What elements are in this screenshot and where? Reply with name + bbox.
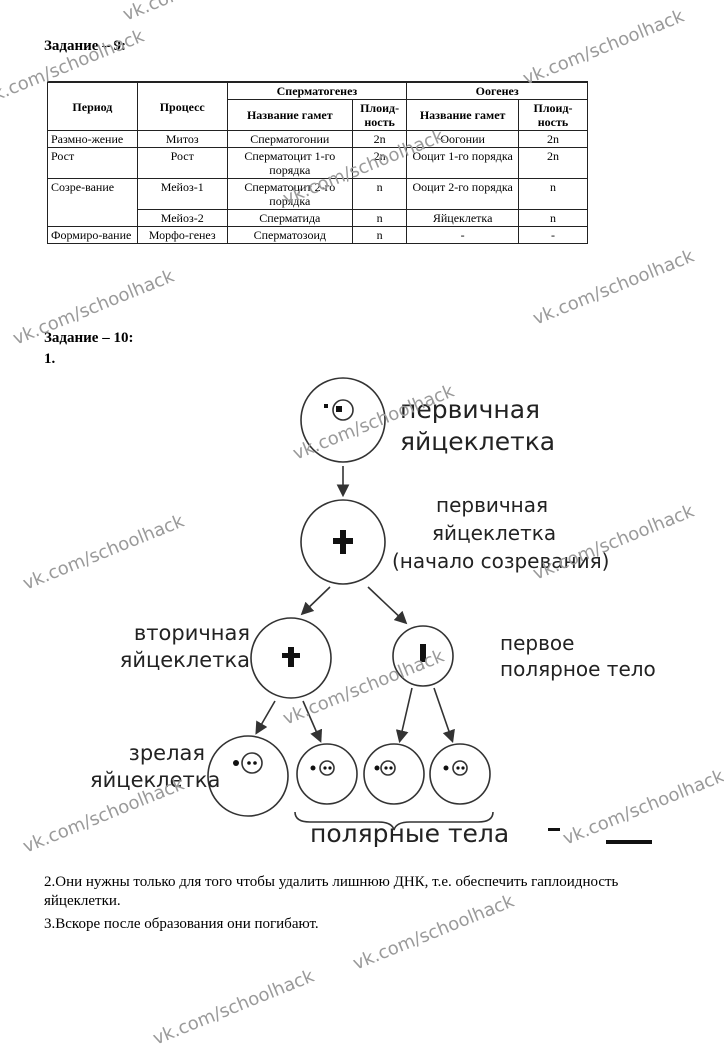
label-secondary-egg: вторичная яйцеклетка: [119, 621, 250, 672]
table-row: Размно-жение Митоз Сперматогонии 2n Оого…: [47, 130, 588, 148]
cell-period: Рост: [47, 147, 138, 179]
label-maturing-line1: первичная: [436, 493, 549, 517]
arrow-3: [367, 586, 408, 625]
cell-sperm: Сперматоцит 1-го порядка: [226, 147, 353, 179]
item-number-1: 1.: [44, 351, 56, 367]
cell-oo-ploidy: n: [518, 178, 588, 210]
nucleus-pb2: [380, 760, 396, 776]
nucleus-pb3: [452, 760, 468, 776]
table-row: Формиро-вание Морфо-генез Сперматозоид n…: [47, 226, 588, 244]
cell-secondary-egg: [250, 617, 332, 699]
label-polar-bodies: полярные тела: [310, 819, 510, 848]
cell-oo: Оогонии: [406, 130, 520, 148]
nucleus-primary: [332, 399, 354, 421]
answer-3: 3.Вскоре после образования они погибают.: [44, 916, 319, 932]
header-ploidy-2: Плоид-ность: [518, 99, 588, 131]
cell-sperm-ploidy: 2n: [351, 147, 408, 179]
gametogenesis-table: Период Процесс Сперматогенез Оогенез Наз…: [47, 81, 588, 244]
table-row: Мейоз-2 Сперматида n Яйцеклетка n: [48, 209, 588, 227]
header-spermatogenesis: Сперматогенез: [226, 81, 408, 100]
cell-oo: Ооцит 1-го порядка: [406, 147, 520, 179]
table-row: Созре-вание Мейоз-1 Сперматоцит 2-го пор…: [47, 178, 588, 227]
cell-period: Размно-жение: [47, 130, 138, 148]
watermark: vk.com/schoolhack: [530, 245, 698, 330]
cell-oo-ploidy: 2n: [518, 130, 588, 148]
watermark: vk.com/schoolhack: [150, 965, 318, 1049]
cell-oo: Яйцеклетка: [406, 209, 520, 227]
cell-primary-egg: [300, 377, 386, 463]
label-maturing-line3: (начало созревания): [392, 549, 610, 573]
cell-oo: Ооцит 2-го порядка: [406, 178, 520, 210]
header-period: Период: [47, 81, 138, 131]
cell-polar-body-1: [296, 743, 358, 805]
arrow-7: [433, 687, 455, 744]
cell-period: Созре-вание: [47, 178, 138, 227]
task-9-heading: Задание – 9:: [44, 38, 126, 54]
cell-oo-ploidy: n: [518, 209, 588, 227]
arrow-5: [302, 700, 323, 743]
cell-sperm: Сперматозоид: [226, 226, 353, 244]
cell-sperm-ploidy: n: [351, 178, 408, 210]
cell-process: Рост: [136, 147, 228, 179]
answer-2: 2.Они нужны только для того чтобы удалит…: [44, 874, 619, 909]
cell-first-polar-body: [392, 625, 454, 687]
cell-sperm: Сперматоцит 2-го порядка: [226, 178, 353, 210]
arrow-6: [395, 687, 413, 744]
label-mature-egg: зрелая яйцеклетка: [90, 741, 221, 792]
arrow-4: [255, 700, 276, 735]
header-gamete-name-2: Название гамет: [406, 99, 520, 131]
nucleus-pb1: [319, 760, 335, 776]
cell-mature-egg: [207, 735, 289, 817]
watermark: vk.com/schoolhack: [120, 0, 287, 25]
cell-period: Формиро-вание: [47, 226, 138, 244]
cell-sperm: Сперматогонии: [226, 130, 353, 148]
arrow-2: [300, 586, 331, 616]
cell-process: Мейоз-2: [136, 209, 228, 227]
polar-bodies-brace: [294, 811, 494, 831]
cell-sperm-ploidy: n: [351, 226, 408, 244]
cell-sperm-ploidy: n: [351, 209, 408, 227]
watermark: vk.com/schoolhack: [520, 5, 688, 90]
cell-primary-egg-maturing: [300, 499, 386, 585]
label-maturing-line2: яйцеклетка: [432, 521, 557, 545]
oogenesis-drawing: [207, 377, 652, 844]
cell-sperm: Сперматида: [226, 209, 353, 227]
header-ploidy: Плоид-ность: [351, 99, 408, 131]
cell-oo-ploidy: -: [518, 226, 588, 244]
header-gamete-name: Название гамет: [226, 99, 353, 131]
header-oogenesis: Оогенез: [406, 81, 588, 100]
cell-oo-ploidy: 2n: [518, 147, 588, 179]
task-10-heading: Задание – 10:: [44, 330, 134, 346]
cell-polar-body-2: [363, 743, 425, 805]
cell-polar-body-3: [429, 743, 491, 805]
cell-oo: -: [406, 226, 520, 244]
cell-process: Митоз: [136, 130, 228, 148]
label-primary-egg: первичная яйцеклетка: [400, 395, 556, 456]
cell-process: Морфо-генез: [136, 226, 228, 244]
cell-process: Мейоз-1: [136, 178, 228, 210]
oogenesis-diagram: первичная яйцеклетка первичная яйцеклетк…: [0, 370, 724, 870]
header-process: Процесс: [136, 81, 228, 131]
nucleus-mature: [241, 752, 263, 774]
table-row: Рост Рост Сперматоцит 1-го порядка 2n Оо…: [47, 147, 588, 179]
label-first-polar-body: первое полярное тело: [500, 631, 656, 681]
